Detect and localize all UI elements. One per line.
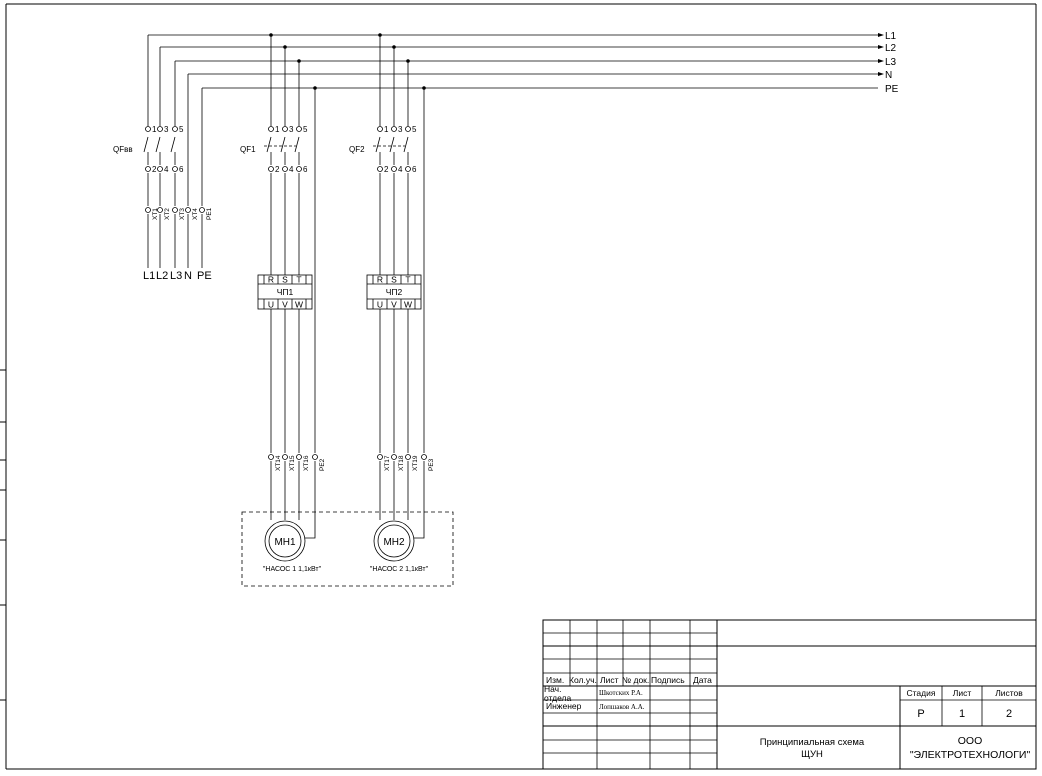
branch2-terminal-pe3: PE3 [428,458,435,471]
branch1-motor-label: МН1 [274,537,296,548]
branch1-pin-1: 1 [275,125,280,134]
input-pin-6: 6 [179,165,184,174]
branch2-vfd-t: T [405,275,410,285]
bus-label-l3: L3 [885,57,897,68]
branch2-terminal-xt18: XT18 [398,455,405,471]
pump-enclosure [241,511,454,587]
bus-label-pe: PE [885,84,899,95]
branch2-pin-5: 5 [412,125,417,134]
input-pin-2: 2 [152,165,157,174]
tb-header-list: Лист [600,675,619,685]
bus-label-l1: L1 [885,31,897,42]
branch2-motor-caption: "НАСОС 2 1,1кВт" [370,566,429,573]
tb-person-engineer: Лопшаков А.А. [599,703,645,711]
input-terminal-xt2: XT2 [164,208,171,220]
branch2-motor-symbol [373,520,415,562]
tb-doc-title-line1: Принципиальная схема [760,737,865,748]
drawing-frame [0,3,1037,770]
branch1-pin-3: 3 [289,125,294,134]
input-pin-4: 4 [164,165,169,174]
tb-stage-value: Р [917,708,924,720]
power-buses [148,33,884,90]
branch1-vfd-t: T [296,275,301,285]
input-feeder-wiring [143,35,203,268]
branch2-pin-2: 2 [384,165,389,174]
branch2-vfd-label: ЧП2 [386,287,403,297]
tb-sheet-value: 1 [959,708,965,720]
branch1-terminal-xt16: XT16 [303,455,310,471]
tb-sheet-header: Лист [953,688,972,698]
branch2-pin-3: 3 [398,125,403,134]
input-label-pe: PE [197,270,212,282]
branch1-vfd-label: ЧП1 [277,287,294,297]
branch1-terminal-xt15: XT15 [289,455,296,471]
branch1-pin-circles [268,126,318,460]
branch2-vfd-v: V [391,300,397,310]
input-terminal-xt4: XT4 [192,208,199,220]
input-label-l1: L1 [143,270,155,282]
tb-sheets-value: 2 [1006,708,1012,720]
branch2-vfd-u: U [377,300,383,310]
branch1-vfd-s: S [282,275,288,285]
branch1-vfd [257,274,313,310]
input-breaker-label: QFвв [113,145,133,154]
tb-header-kol-uch: Кол.уч. [569,675,597,685]
branch1-terminal-pe2: PE2 [319,458,326,471]
tb-sheets-header: Листов [995,688,1023,698]
branch1-vfd-w: W [295,300,303,310]
input-label-n: N [184,270,192,282]
input-pin-5: 5 [179,125,184,134]
branch2-pin-4: 4 [398,165,403,174]
tb-header-izm: Изм. [546,675,564,685]
tb-role-engineer: Инженер [546,701,582,711]
tb-doc-title-line2: ЩУН [801,749,823,760]
branch2-breaker-label: QF2 [349,145,365,154]
bus-label-l2: L2 [885,43,897,54]
input-terminal-xt1: XT1 [152,208,159,220]
tb-header-data: Дата [693,675,712,685]
branch1-vfd-v: V [282,300,288,310]
branch2-wiring [373,35,425,539]
branch2-motor-label: МН2 [383,537,405,548]
branch1-wiring [264,35,316,539]
branch1-vfd-r: R [268,275,274,285]
input-breaker-pin-circles [145,126,205,213]
tb-role-head: Нач. отдела [544,685,572,703]
branch1-pin-2: 2 [275,165,280,174]
branch1-pin-5: 5 [303,125,308,134]
branch2-vfd-w: W [404,300,412,310]
branch1-pin-4: 4 [289,165,294,174]
branch2-terminal-xt19: XT19 [412,455,419,471]
input-terminal-xt3: XT3 [179,208,186,220]
branch2-pin-6: 6 [412,165,417,174]
branch2-pin-1: 1 [384,125,389,134]
branch2-pin-circles [377,126,427,460]
tb-org-line2: "ЭЛЕКТРОТЕХНОЛОГИ" [910,749,1031,761]
title-block-grid [542,619,1037,770]
branch2-vfd-s: S [391,275,397,285]
bus-label-n: N [885,70,892,81]
branch1-motor-symbol [264,520,306,562]
input-label-l2: L2 [156,270,168,282]
tb-header-n-dok: № док. [622,675,649,685]
branch1-pin-6: 6 [303,165,308,174]
branch1-vfd-u: U [268,300,274,310]
input-pin-1: 1 [152,125,157,134]
input-terminal-pe1: PE1 [206,207,213,220]
input-pin-3: 3 [164,125,169,134]
tb-person-head: Шкотских Р.А. [599,689,643,697]
branch1-motor-caption: "НАСОС 1 1,1кВт" [263,566,322,573]
tb-org-line1: ООО [958,735,983,747]
input-label-l3: L3 [170,270,182,282]
branch2-vfd [366,274,422,310]
branch1-breaker-label: QF1 [240,145,256,154]
branch1-terminal-xt14: XT14 [275,455,282,471]
branch2-vfd-r: R [377,275,383,285]
tb-header-podpis: Подпись [651,675,685,685]
tb-stage-header: Стадия [907,688,936,698]
branch2-terminal-xt17: XT17 [384,455,391,471]
